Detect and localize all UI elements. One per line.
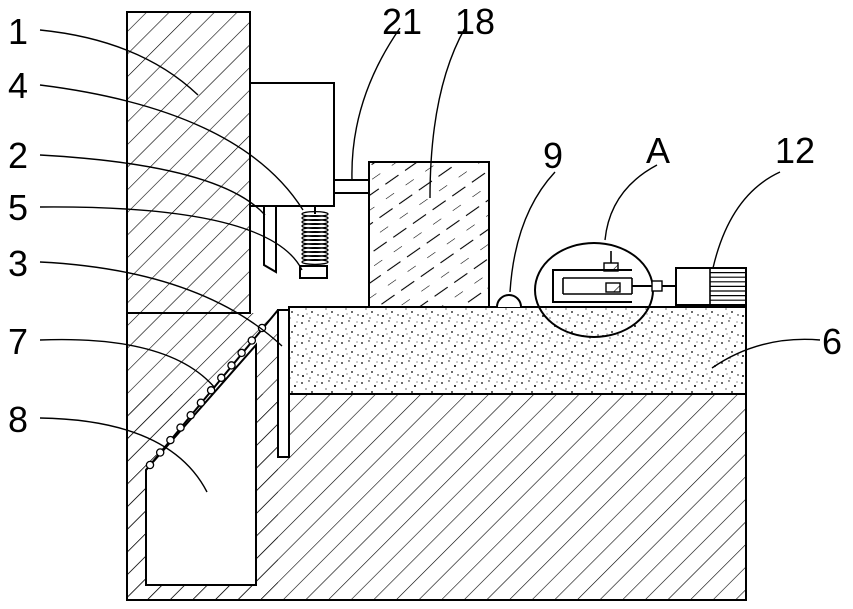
- ramp-hole: [248, 337, 255, 344]
- ramp-hole: [197, 399, 204, 406]
- worktable-6: [289, 307, 746, 394]
- ramp-hole: [177, 424, 184, 431]
- ramp-hole: [146, 461, 153, 468]
- label-18: 18: [455, 1, 495, 42]
- label-4: 4: [8, 65, 28, 106]
- shaft-21: [334, 180, 369, 193]
- ramp-hole: [218, 374, 225, 381]
- housing-4: [250, 83, 334, 206]
- label-5: 5: [8, 187, 28, 228]
- spring-coils: [302, 212, 328, 265]
- label-9: 9: [543, 135, 563, 176]
- label-1: 1: [8, 11, 28, 52]
- ramp-hole: [238, 349, 245, 356]
- ramp-hole: [187, 412, 194, 419]
- label-7: 7: [8, 321, 28, 362]
- upper-column-1: [127, 12, 250, 313]
- spring-5: [300, 206, 328, 278]
- label-6: 6: [822, 321, 842, 362]
- label-8: 8: [8, 399, 28, 440]
- motor-12: [676, 268, 746, 305]
- label-3: 3: [8, 243, 28, 284]
- ramp-hole: [208, 387, 215, 394]
- label-A: A: [646, 130, 670, 171]
- ramp-hole: [228, 362, 235, 369]
- label-12: 12: [775, 130, 815, 171]
- plate-3: [278, 310, 289, 457]
- ramp-hole: [157, 449, 164, 456]
- bump-9: [497, 295, 521, 307]
- block-18: [369, 162, 489, 307]
- label-2: 2: [8, 135, 28, 176]
- label-21: 21: [382, 1, 422, 42]
- ramp-hole: [167, 437, 174, 444]
